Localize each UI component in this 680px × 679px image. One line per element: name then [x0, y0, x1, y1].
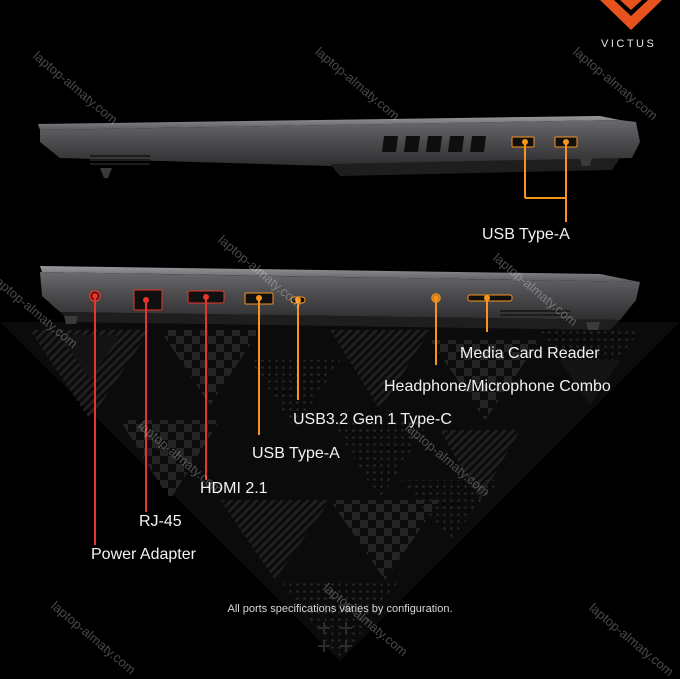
callout-lines-side — [94, 296, 488, 545]
callout-lines-top — [524, 142, 567, 222]
laptop-left-side-view — [40, 266, 640, 545]
label-usb-type-a-top: USB Type-A — [482, 226, 570, 243]
label-power-adapter: Power Adapter — [91, 546, 196, 563]
label-headphone-mic-combo: Headphone/Microphone Combo — [384, 378, 611, 395]
cooling-vent-top — [382, 136, 486, 152]
brand-name: VICTUS — [601, 38, 657, 50]
label-media-card-reader: Media Card Reader — [460, 345, 600, 362]
label-hdmi: HDMI 2.1 — [200, 480, 268, 497]
product-illustration — [0, 116, 680, 661]
label-rj45: RJ-45 — [139, 513, 182, 530]
background-pattern — [0, 322, 680, 661]
victus-logo — [594, 0, 668, 52]
laptop-right-side-view — [38, 116, 640, 222]
footnote: All ports specifications varies by confi… — [227, 603, 453, 615]
label-usb-type-a-side: USB Type-A — [252, 445, 340, 462]
label-usb-type-c: USB3.2 Gen 1 Type-C — [293, 411, 452, 428]
